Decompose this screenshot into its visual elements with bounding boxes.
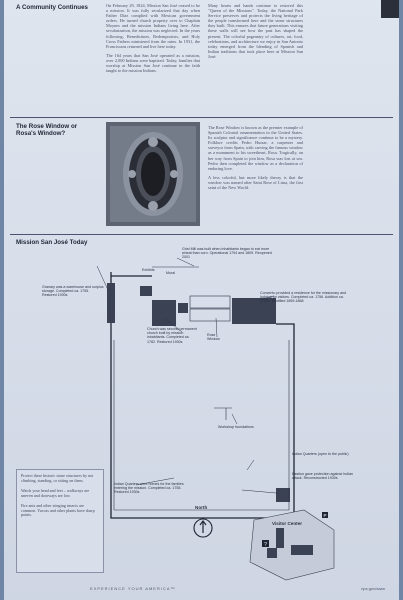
section-title-rose: The Rose Window or Rosa's Window? xyxy=(16,123,78,137)
rose-paragraph-1: The Rose Window is known as the premier … xyxy=(208,125,303,171)
footer-url: nps.gov/saan xyxy=(361,586,385,591)
label-workshop: Workshop foundations xyxy=(218,425,254,429)
section-divider xyxy=(10,117,393,118)
bastion xyxy=(276,488,290,502)
label-exhibits: Exhibits xyxy=(142,268,155,272)
community-paragraph-3: Many hearts and hands continue to restor… xyxy=(208,3,303,59)
safety-notice-2: Watch your head and feet – walkways are … xyxy=(21,487,90,498)
footer-slogan: EXPERIENCE YOUR AMERICA™ xyxy=(90,586,176,591)
label-north: North xyxy=(195,505,208,510)
rose-text: The Rose Window is known as the premier … xyxy=(208,125,303,194)
svg-text:P: P xyxy=(323,513,326,518)
compound-wall xyxy=(110,272,295,519)
safety-notice-3: Fire ants and other stinging insects are… xyxy=(21,502,95,518)
church-building xyxy=(152,300,176,326)
label-convento: Convento provided a residence for the mi… xyxy=(260,291,347,304)
label-bastion: Bastion gave protection against Indian a… xyxy=(292,472,353,481)
label-rose-window: Rose Window xyxy=(207,333,220,342)
section-divider xyxy=(10,234,393,235)
brochure-page: A Community Continues On February 29, 18… xyxy=(4,0,399,600)
safety-notice-1: Protect these historic stone structures … xyxy=(21,473,94,483)
community-column-2: Many hearts and hands continue to restor… xyxy=(208,3,303,63)
safety-notice: Protect these historic stone structures … xyxy=(16,469,104,573)
label-grist-mill: Grist Mill was built when inhabitants be… xyxy=(182,247,272,260)
label-granary: Granary was a warehouse and surplus stor… xyxy=(42,285,104,298)
north-arrow-icon xyxy=(193,518,213,538)
rose-window-photo xyxy=(106,122,200,226)
rose-paragraph-2: A less colorful, but more likely theory … xyxy=(208,174,303,191)
section-title-community: A Community Continues xyxy=(16,4,88,11)
svg-text:?: ? xyxy=(264,542,267,548)
binding-tab xyxy=(381,0,399,18)
info-icon xyxy=(262,540,269,547)
community-column-1: On February 29, 1824, Mission San José c… xyxy=(106,3,200,77)
label-indian-quarters: Indian Quarters were homes for the famil… xyxy=(114,482,184,495)
section-title-today: Mission San José Today xyxy=(16,239,88,246)
community-paragraph-2: The 164 years that San José operated as … xyxy=(106,52,200,74)
label-indian-quarters-open: Indian Quarters (open to the public) xyxy=(292,452,349,456)
label-mural: Mural xyxy=(166,271,175,275)
granary-building xyxy=(107,283,115,323)
parking-icon xyxy=(322,512,328,518)
label-visitor-center: Visitor Center xyxy=(272,521,303,526)
label-church: Church was second permanent church built… xyxy=(147,327,197,344)
community-paragraph-1: On February 29, 1824, Mission San José c… xyxy=(106,3,200,49)
mission-map: ? P xyxy=(96,257,335,581)
convento-building xyxy=(232,298,276,324)
